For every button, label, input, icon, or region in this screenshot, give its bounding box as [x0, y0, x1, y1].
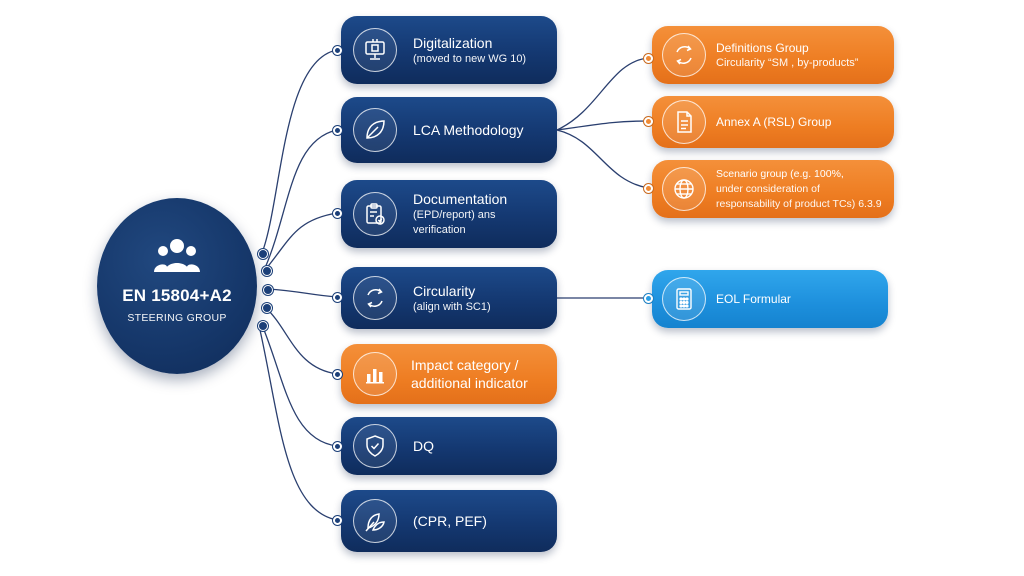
connector-endpoint: [333, 370, 342, 379]
bar-chart-icon: [353, 352, 397, 396]
connector-cpr-pef: [259, 329, 338, 521]
node-subtitle: Circularity “SM , by-products”: [716, 56, 859, 69]
connector-endpoint: [644, 184, 653, 193]
node-line-1: Scenario group (e.g. 100%,: [716, 167, 844, 180]
connector-endpoint: [333, 516, 342, 525]
junction-dot: [258, 249, 268, 259]
node-impact-category[interactable]: Impact category / additional indicator: [341, 344, 557, 404]
leaves-icon: [353, 499, 397, 543]
connector-endpoint: [333, 293, 342, 302]
node-cpr-pef[interactable]: (CPR, PEF): [341, 490, 557, 552]
node-line-3: responsability of product TCs) 6.3.9: [716, 197, 882, 210]
node-documentation[interactable]: Documentation (EPD/report) ans verificat…: [341, 180, 557, 248]
connector-impact-category: [264, 306, 338, 375]
users-group-icon: [154, 239, 200, 272]
node-annex-a-group[interactable]: Annex A (RSL) Group: [652, 96, 894, 148]
connector-definitions-group: [556, 57, 649, 131]
node-title: Circularity: [413, 282, 476, 299]
refresh-arrows-icon: [662, 33, 706, 77]
node-title: Annex A (RSL) Group: [716, 115, 832, 129]
center-title: EN 15804+A2: [122, 286, 232, 305]
node-title: DQ: [413, 438, 434, 454]
node-subtitle: (moved to new WG 10): [413, 52, 527, 65]
node-dq[interactable]: DQ: [341, 417, 557, 475]
node-definitions-group[interactable]: Definitions Group Circularity “SM , by-p…: [652, 26, 894, 84]
node-title: Documentation: [413, 191, 508, 207]
node-title-line-2: additional indicator: [411, 375, 528, 391]
node-title: Digitalization: [413, 34, 493, 51]
junction-dot: [258, 321, 268, 331]
node-line-2: under consideration of: [716, 182, 820, 195]
connector-documentation: [264, 212, 338, 271]
center-node-steering-group: EN 15804+A2 STEERING GROUP: [97, 198, 257, 374]
connector-circularity: [266, 288, 338, 298]
node-circularity[interactable]: Circularity (align with SC1): [341, 267, 557, 329]
leaf-icon: [353, 108, 397, 152]
junction-dot: [262, 303, 272, 313]
clipboard-check-icon: [353, 192, 397, 236]
node-title: Definitions Group: [716, 40, 809, 55]
shield-check-icon: [353, 424, 397, 468]
connector-dq: [261, 324, 338, 447]
node-title: (CPR, PEF): [413, 513, 487, 529]
node-lca-methodology[interactable]: LCA Methodology: [341, 97, 557, 163]
node-title: LCA Methodology: [413, 122, 524, 138]
globe-icon: [662, 167, 706, 211]
node-subtitle: (align with SC1): [413, 300, 491, 313]
connector-digitalization: [261, 49, 338, 254]
node-title-line-1: Impact category /: [411, 357, 519, 373]
node-title: EOL Formular: [716, 292, 791, 306]
connector-endpoint: [644, 54, 653, 63]
connector-scenario-group: [556, 129, 649, 189]
cycle-arrows-icon: [353, 276, 397, 320]
junction-dot: [263, 285, 273, 295]
connector-endpoint: [333, 126, 342, 135]
connector-endpoint: [333, 46, 342, 55]
connector-endpoint: [644, 294, 653, 303]
node-scenario-group[interactable]: Scenario group (e.g. 100%, under conside…: [652, 160, 894, 218]
connector-endpoint: [333, 442, 342, 451]
document-icon: [662, 100, 706, 144]
center-subtitle: STEERING GROUP: [127, 312, 227, 324]
node-subtitle-line-2: verification: [413, 224, 466, 236]
connector-endpoint: [333, 209, 342, 218]
connector-endpoint: [644, 117, 653, 126]
connector-lca-methodology: [264, 129, 338, 269]
junction-dot: [262, 266, 272, 276]
node-eol-formular[interactable]: EOL Formular: [652, 270, 888, 328]
node-digitalization[interactable]: Digitalization (moved to new WG 10): [341, 16, 557, 84]
node-subtitle-line-1: (EPD/report) ans: [413, 209, 496, 221]
connector-annex-a-group: [556, 120, 649, 131]
calculator-icon: [662, 277, 706, 321]
chip-monitor-icon: [353, 28, 397, 72]
